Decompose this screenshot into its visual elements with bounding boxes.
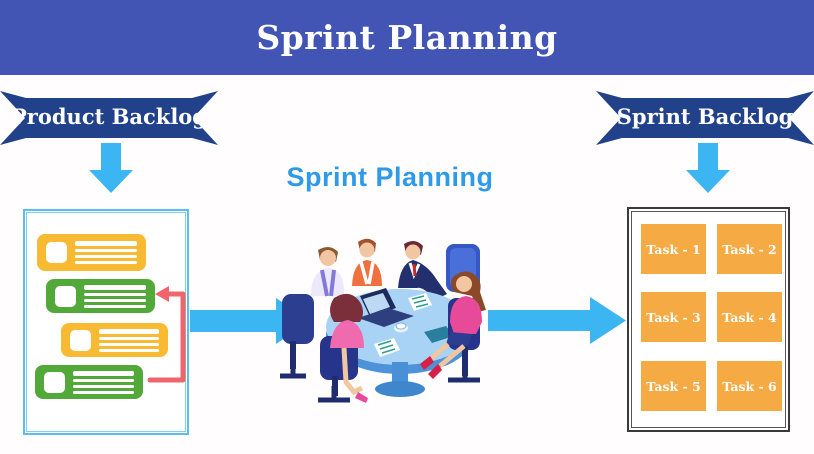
roles-caption-line1: Product owner + scrum master (205, 449, 575, 454)
flow-arrow-right-icon (488, 297, 626, 344)
person-designer (420, 271, 486, 383)
document-icon (374, 338, 400, 357)
task-card: Task - 6 (717, 361, 782, 411)
ribbon-shape-icon (0, 91, 218, 145)
text-lines-icon (84, 284, 146, 308)
product-backlog-label: Product Backlog (11, 103, 207, 129)
ribbon-shape-icon (596, 91, 814, 145)
task-card: Task - 5 (641, 361, 706, 411)
office-chair-icon (280, 294, 314, 379)
task-card: Task - 3 (641, 292, 706, 342)
sprint-backlog-ribbon: Sprint Backlog (596, 90, 814, 146)
checkbox-icon (70, 329, 91, 351)
task-card: Task - 2 (717, 224, 782, 274)
checkbox-icon (55, 285, 76, 307)
story-bar-yellow-1 (37, 234, 146, 271)
text-lines-icon (73, 370, 134, 394)
down-arrow-icon (686, 143, 730, 193)
story-bar-yellow-2 (61, 323, 168, 357)
checkbox-icon (46, 242, 67, 263)
sprint-backlog-board: Task - 1 Task - 2 Task - 3 Task - 4 Task… (627, 207, 790, 432)
roles-caption: Product owner + scrum master Developer +… (205, 401, 575, 454)
story-bar-green-2 (35, 365, 143, 399)
person-scrum-master (398, 240, 450, 308)
sprint-backlog-label: Sprint Backlog (616, 103, 794, 129)
board-inner-frame (631, 211, 786, 428)
product-backlog-board (23, 209, 189, 435)
coffee-cup-icon (394, 322, 408, 333)
person-quality-analyst (318, 293, 368, 403)
board-inner-frame (26, 212, 186, 432)
person-product-owner (352, 238, 382, 286)
text-lines-icon (75, 241, 137, 264)
center-heading: Sprint Planning (286, 162, 494, 192)
flow-arrow-right-icon (190, 298, 310, 344)
down-arrow-icon (89, 143, 133, 193)
team-meeting-illustration (280, 238, 486, 403)
laptop-icon (358, 288, 414, 327)
person-developer (311, 246, 345, 297)
task-card: Task - 1 (641, 224, 706, 274)
task-card: Task - 4 (717, 292, 782, 342)
checkbox-icon (44, 371, 65, 393)
tablet-icon (424, 326, 454, 343)
document-icon (408, 293, 432, 311)
product-backlog-ribbon: Product Backlog (0, 90, 218, 146)
page-title: Sprint Planning (256, 18, 558, 57)
top-banner: Sprint Planning (0, 0, 814, 75)
text-lines-icon (99, 328, 159, 352)
story-bar-green-1 (46, 279, 155, 313)
